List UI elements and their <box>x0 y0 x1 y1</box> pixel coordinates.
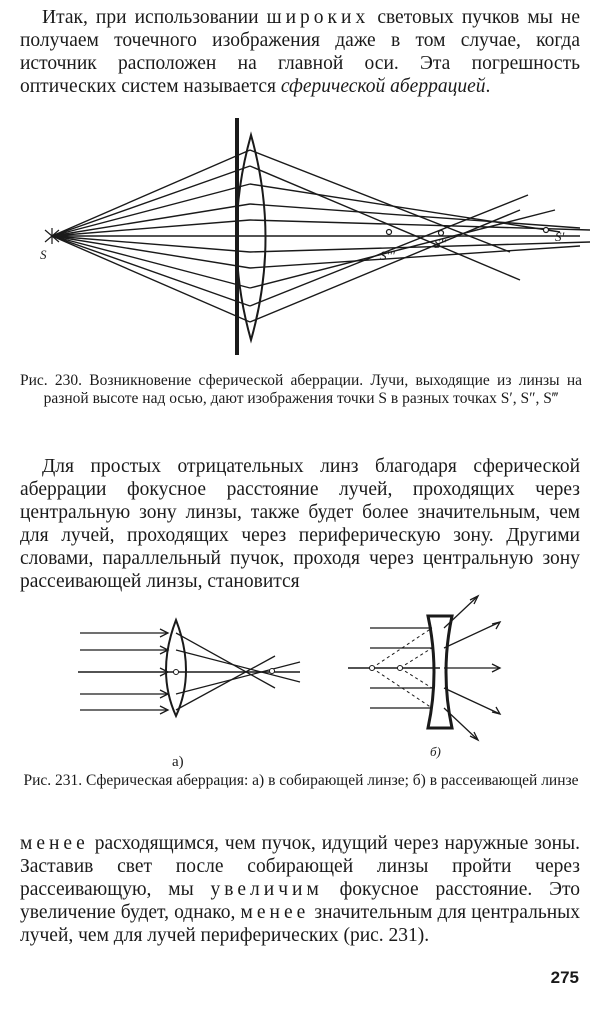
converging-lens-diagram <box>78 617 301 719</box>
text-run: фокусное расстояние. Это увеличение буде… <box>20 879 580 923</box>
figure-230-drawing: S S''' S'' S' <box>40 118 591 355</box>
spaced-emphasis: увеличим <box>210 879 323 900</box>
label-a: a) <box>172 754 184 770</box>
caption-230: Рис. 230. Возникновение сферической абер… <box>20 372 582 408</box>
text-run: расходящимся, чем пучок, идущий через на… <box>20 833 580 900</box>
caption-230-text: Рис. 230. Возникновение сферической абер… <box>20 372 582 407</box>
figure-231: a) б) <box>0 588 611 778</box>
text-run: . <box>485 76 491 97</box>
label-s: S <box>40 247 47 262</box>
ray-group <box>51 149 591 323</box>
figure-231-drawing: a) б) <box>78 594 502 770</box>
text-run: значительным для центральных лучей, чем … <box>20 902 580 946</box>
italic-term: сферической аберрацией <box>280 76 486 97</box>
text-run: Итак, при использовании <box>42 7 267 28</box>
spaced-emphasis: менее <box>240 902 310 923</box>
figure-230: S S''' S'' S' <box>0 100 611 365</box>
caption-231-text: Рис. 231. Сферическая аберрация: а) в со… <box>23 772 579 789</box>
diverging-lens-diagram <box>348 594 502 742</box>
paragraph-negative-lens: Для простых отрицательных линз благодаря… <box>20 455 580 593</box>
spaced-emphasis: широких <box>266 7 370 28</box>
label-s2: S'' <box>434 236 446 251</box>
lens-outline <box>235 131 267 344</box>
page-number: 275 <box>550 968 579 987</box>
label-s3: S''' <box>380 248 395 263</box>
label-s1: S' <box>555 229 565 244</box>
paragraph-negative-lens-text: Для простых отрицательных линз благодаря… <box>20 456 580 592</box>
paragraph-combination: менее расходящимся, чем пучок, идущий че… <box>20 832 580 947</box>
label-b: б) <box>430 744 441 759</box>
paragraph-intro: Итак, при использовании широких световых… <box>20 6 580 98</box>
caption-231: Рис. 231. Сферическая аберрация: а) в со… <box>20 772 582 790</box>
spaced-emphasis: менее <box>20 833 89 854</box>
source-star <box>44 228 60 244</box>
text-run: световых пучков мы не получаем точечного… <box>20 7 580 97</box>
